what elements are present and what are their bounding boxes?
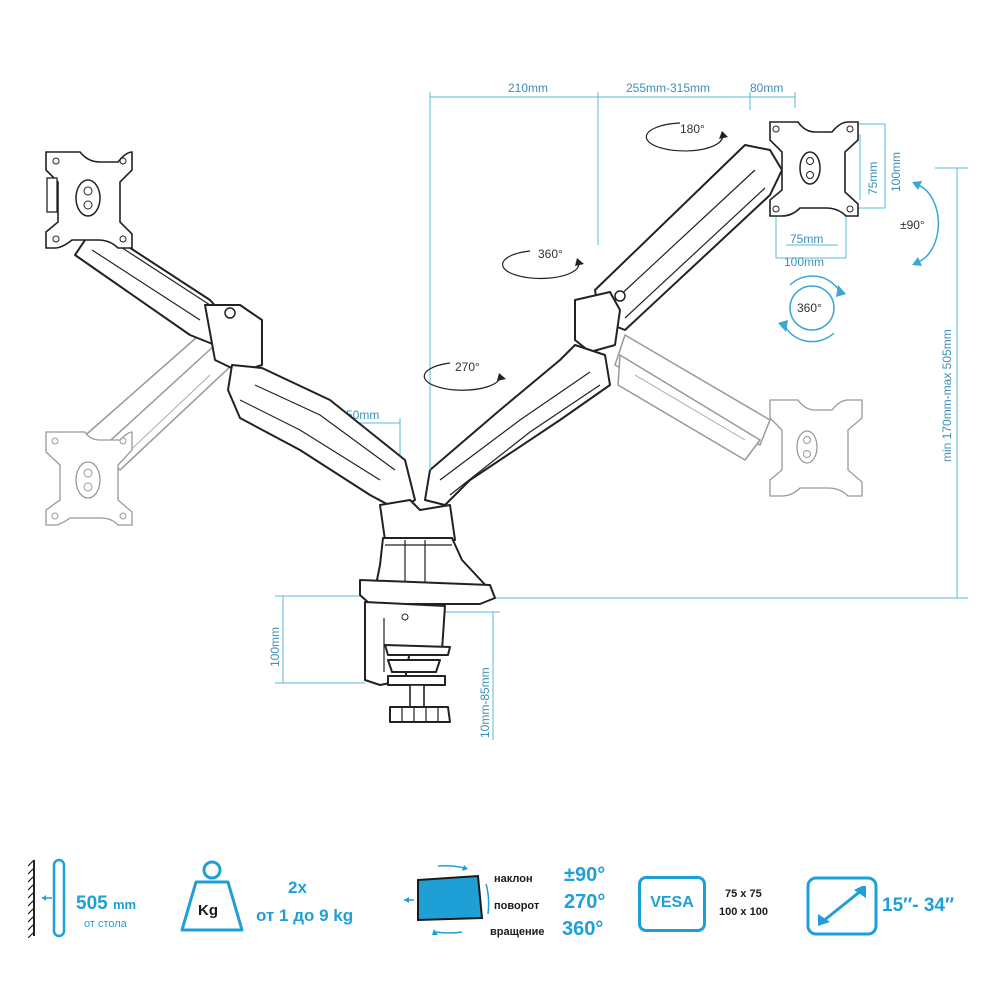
weight-range: от 1 до 9 kg	[256, 906, 354, 925]
rotation-270-label: 270°	[455, 360, 480, 374]
dim-height-range-label: min 170mm-max 505mm	[940, 329, 954, 462]
tilt-90-arrow	[912, 181, 940, 266]
rotation-360-plate-icon	[778, 275, 846, 343]
dim-plate-75-horizontal: 75mm	[790, 232, 823, 246]
left-arm-ghost	[45, 329, 233, 526]
tilt-value: ±90°	[564, 864, 606, 886]
swivel-value: 270°	[564, 891, 606, 913]
center-pole-base	[359, 499, 496, 723]
rotation-180-label: 180°	[680, 122, 705, 136]
dim-plate-100-horizontal: 100mm	[784, 255, 824, 269]
weight-count: 2x	[288, 878, 307, 897]
rotation-360-top-arrow	[502, 250, 584, 280]
dim-plate-75-vertical: 75mm	[866, 162, 880, 195]
rotation-360-plate-label: 360°	[797, 301, 822, 315]
tilt-90-label: ±90°	[900, 218, 925, 232]
dim-210-label: 210mm	[508, 81, 548, 95]
vesa-size-2: 100 x 100	[719, 906, 768, 918]
tilt-label: наклон	[494, 873, 533, 885]
vesa-badge: VESA	[638, 876, 706, 932]
dim-clamp-100-label: 100mm	[268, 627, 282, 667]
height-caption: от стола	[84, 918, 127, 930]
dim-255-315-label: 255mm-315mm	[626, 81, 710, 95]
right-monitor-arm	[424, 121, 859, 506]
rotate-value: 360°	[562, 918, 604, 940]
rotation-180-arrow	[645, 122, 728, 152]
dimension-lines	[275, 92, 968, 740]
vesa-label: VESA	[650, 894, 694, 911]
swivel-label: поворот	[494, 900, 540, 912]
rotate-label: вращение	[490, 926, 545, 938]
right-arm-ghost	[614, 334, 863, 497]
weight-icon-label: Kg	[198, 902, 218, 919]
vesa-size-1: 75 x 75	[725, 888, 762, 900]
screen-diagonal-icon	[806, 876, 878, 936]
rotation-270-arrow	[423, 362, 506, 391]
left-monitor-arm	[45, 151, 416, 511]
rotation-360-top-label: 360°	[538, 247, 563, 261]
weight-icon	[180, 860, 244, 932]
screen-range: 15″- 34″	[882, 895, 955, 916]
dim-plate-100-vertical: 100mm	[889, 152, 903, 192]
dim-80-label: 80mm	[750, 81, 783, 95]
desk-height-icon	[28, 858, 66, 938]
monitor-tilt-icon	[404, 864, 490, 935]
height-value: 505 mm	[76, 893, 137, 914]
dim-clamp-10-85-label: 10mm-85mm	[478, 667, 492, 738]
